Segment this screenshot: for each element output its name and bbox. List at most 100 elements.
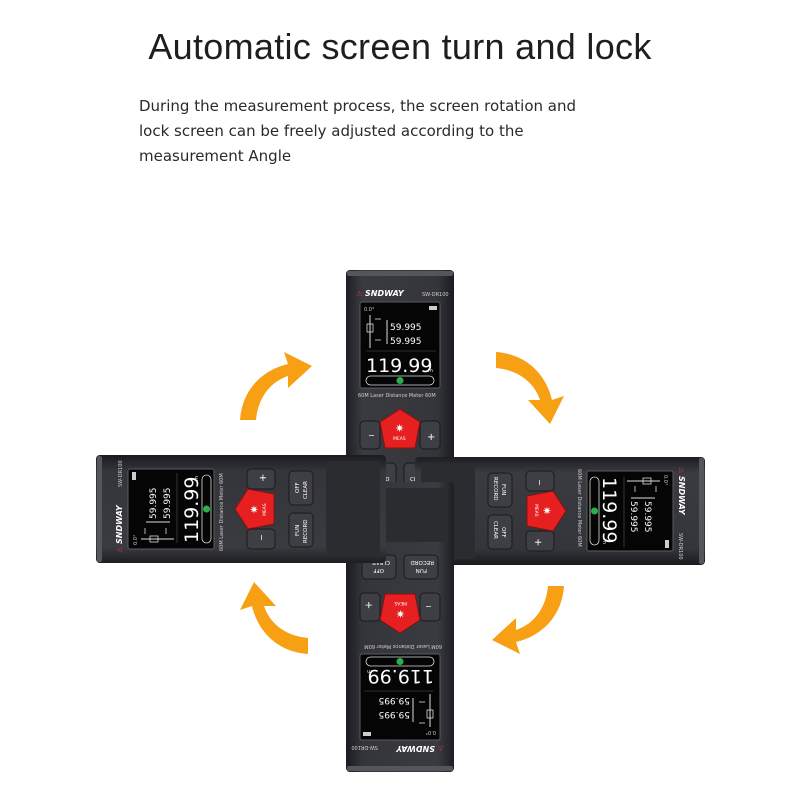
arrow-top-right: [496, 352, 564, 424]
pythagoras-icon: [366, 315, 381, 348]
svg-text:−: −: [535, 479, 544, 486]
pythagoras-icon: [419, 694, 434, 727]
fun-record-button[interactable]: [403, 554, 439, 580]
reading-2: 59.995: [628, 501, 638, 533]
plus-button[interactable]: [525, 530, 555, 552]
angle-readout: 0.0°: [425, 729, 436, 735]
svg-text:+: +: [427, 432, 435, 443]
plus-button[interactable]: [246, 468, 276, 490]
svg-text:−: −: [425, 602, 432, 611]
device-subtitle: 60M Laser Distance Meter 60M: [364, 643, 442, 649]
svg-text:MEAS: MEAS: [393, 436, 406, 442]
lcd-screen: [586, 470, 674, 552]
minus-button[interactable]: [359, 420, 381, 450]
reading-1: 59.995: [390, 323, 422, 333]
level-bubble: [365, 375, 435, 386]
brand-name: SNDWAY: [115, 504, 124, 544]
device-top-edge: [97, 456, 102, 562]
main-reading: 119.99: [368, 665, 434, 687]
svg-text:RECORD: RECORD: [303, 519, 309, 543]
minus-button[interactable]: [419, 592, 441, 622]
minus-button[interactable]: [525, 470, 555, 492]
level-bubble: [589, 476, 600, 546]
meas-button[interactable]: [526, 490, 567, 532]
plus-button[interactable]: [359, 592, 381, 622]
device-rotated-right: ⚠ SNDWAY SW-DR100 0.0° 59.995 59.995 119…: [415, 457, 705, 565]
reading-2: 59.995: [163, 488, 173, 520]
lcd-screen: [359, 301, 441, 389]
svg-text:−: −: [368, 431, 375, 440]
angle-readout: 0.0°: [662, 475, 668, 486]
reading-1: 59.995: [149, 488, 159, 520]
svg-text:MEAS: MEAS: [394, 600, 407, 606]
svg-text:FUN: FUN: [416, 567, 427, 573]
unit-label: m: [601, 539, 607, 544]
battery-icon: [429, 306, 437, 310]
brand-name: SNDWAY: [365, 289, 405, 298]
svg-text:RECORD: RECORD: [410, 559, 434, 565]
level-bubble-indicator: [396, 377, 404, 384]
model-name: SW-DR100: [677, 533, 683, 560]
meas-button[interactable]: [379, 408, 421, 449]
off-clear-button[interactable]: [288, 470, 314, 506]
meas-button[interactable]: [234, 488, 275, 530]
svg-text:FUN: FUN: [295, 525, 301, 536]
svg-text:+: +: [365, 599, 373, 610]
brand-name: SNDWAY: [677, 476, 686, 516]
level-bubble-indicator: [203, 505, 210, 513]
pythagoras-icon: [141, 528, 174, 543]
description-line-1: During the measurement process, the scre…: [139, 97, 576, 115]
description-line-2: lock screen can be freely adjusted accor…: [139, 122, 524, 140]
angle-readout: 0.0°: [133, 534, 139, 545]
brand-logo-mark: ⚠: [356, 290, 363, 298]
model-name: SW-DR100: [422, 292, 449, 298]
level-bubble-indicator: [591, 507, 598, 515]
brand-name: SNDWAY: [395, 744, 435, 753]
svg-text:−: −: [257, 534, 266, 541]
svg-text:MEAS: MEAS: [262, 503, 268, 516]
device-rotated-left: ⚠ SNDWAY SW-DR100 0.0° 59.995 59.995 119…: [96, 455, 386, 563]
fun-record-button[interactable]: [487, 472, 513, 508]
level-bubble: [365, 656, 435, 667]
model-name: SW-DR100: [118, 460, 124, 487]
svg-text:RECORD: RECORD: [492, 477, 498, 501]
battery-icon: [363, 732, 371, 736]
device-top-edge: [699, 458, 704, 564]
lcd-screen: [127, 468, 215, 550]
device-lower-body: [326, 461, 380, 557]
unit-label: m: [428, 368, 433, 374]
angle-readout: 0.0°: [364, 307, 375, 313]
brand-logo-mark: ⚠: [116, 546, 124, 553]
svg-text:FUN: FUN: [500, 484, 506, 495]
off-clear-button[interactable]: [487, 514, 513, 550]
device-subtitle: 60M Laser Distance Meter 60M: [576, 469, 582, 547]
laser-icon: ✷: [540, 506, 553, 515]
minus-button[interactable]: [246, 528, 276, 550]
svg-text:+: +: [258, 474, 269, 482]
fun-record-button[interactable]: [288, 512, 314, 548]
reading-2: 59.995: [390, 337, 422, 347]
level-bubble: [201, 474, 212, 544]
device-top-edge: [347, 766, 453, 771]
plus-button[interactable]: [419, 420, 441, 450]
lcd-screen: [359, 653, 441, 741]
reading-2: 59.995: [379, 695, 411, 705]
reading-1: 59.995: [379, 709, 411, 719]
laser-meter-device: ⚠ SNDWAY SW-DR100 0.0° 59.995 59.995 119…: [415, 457, 705, 565]
battery-icon: [132, 472, 136, 480]
svg-text:CLEAR: CLEAR: [303, 481, 309, 499]
svg-text:CLEAR: CLEAR: [492, 521, 498, 539]
device-subtitle: 60M Laser Distance Meter 60M: [219, 473, 225, 551]
meas-button[interactable]: [379, 593, 421, 634]
main-reading: 119.99: [598, 477, 620, 543]
laser-icon: ✷: [248, 505, 261, 514]
svg-text:OFF: OFF: [295, 482, 301, 493]
page-title: Automatic screen turn and lock: [148, 26, 652, 67]
main-reading: 119.99: [366, 355, 432, 377]
unit-label: m: [194, 476, 200, 481]
reading-1: 59.995: [642, 501, 652, 533]
main-reading: 119.99: [181, 477, 203, 543]
laser-meter-device: ⚠ SNDWAY SW-DR100 0.0° 59.995 59.995 119…: [96, 455, 386, 563]
device-subtitle: 60M Laser Distance Meter 60M: [358, 393, 436, 399]
brand-logo-mark: ⚠: [677, 467, 685, 474]
